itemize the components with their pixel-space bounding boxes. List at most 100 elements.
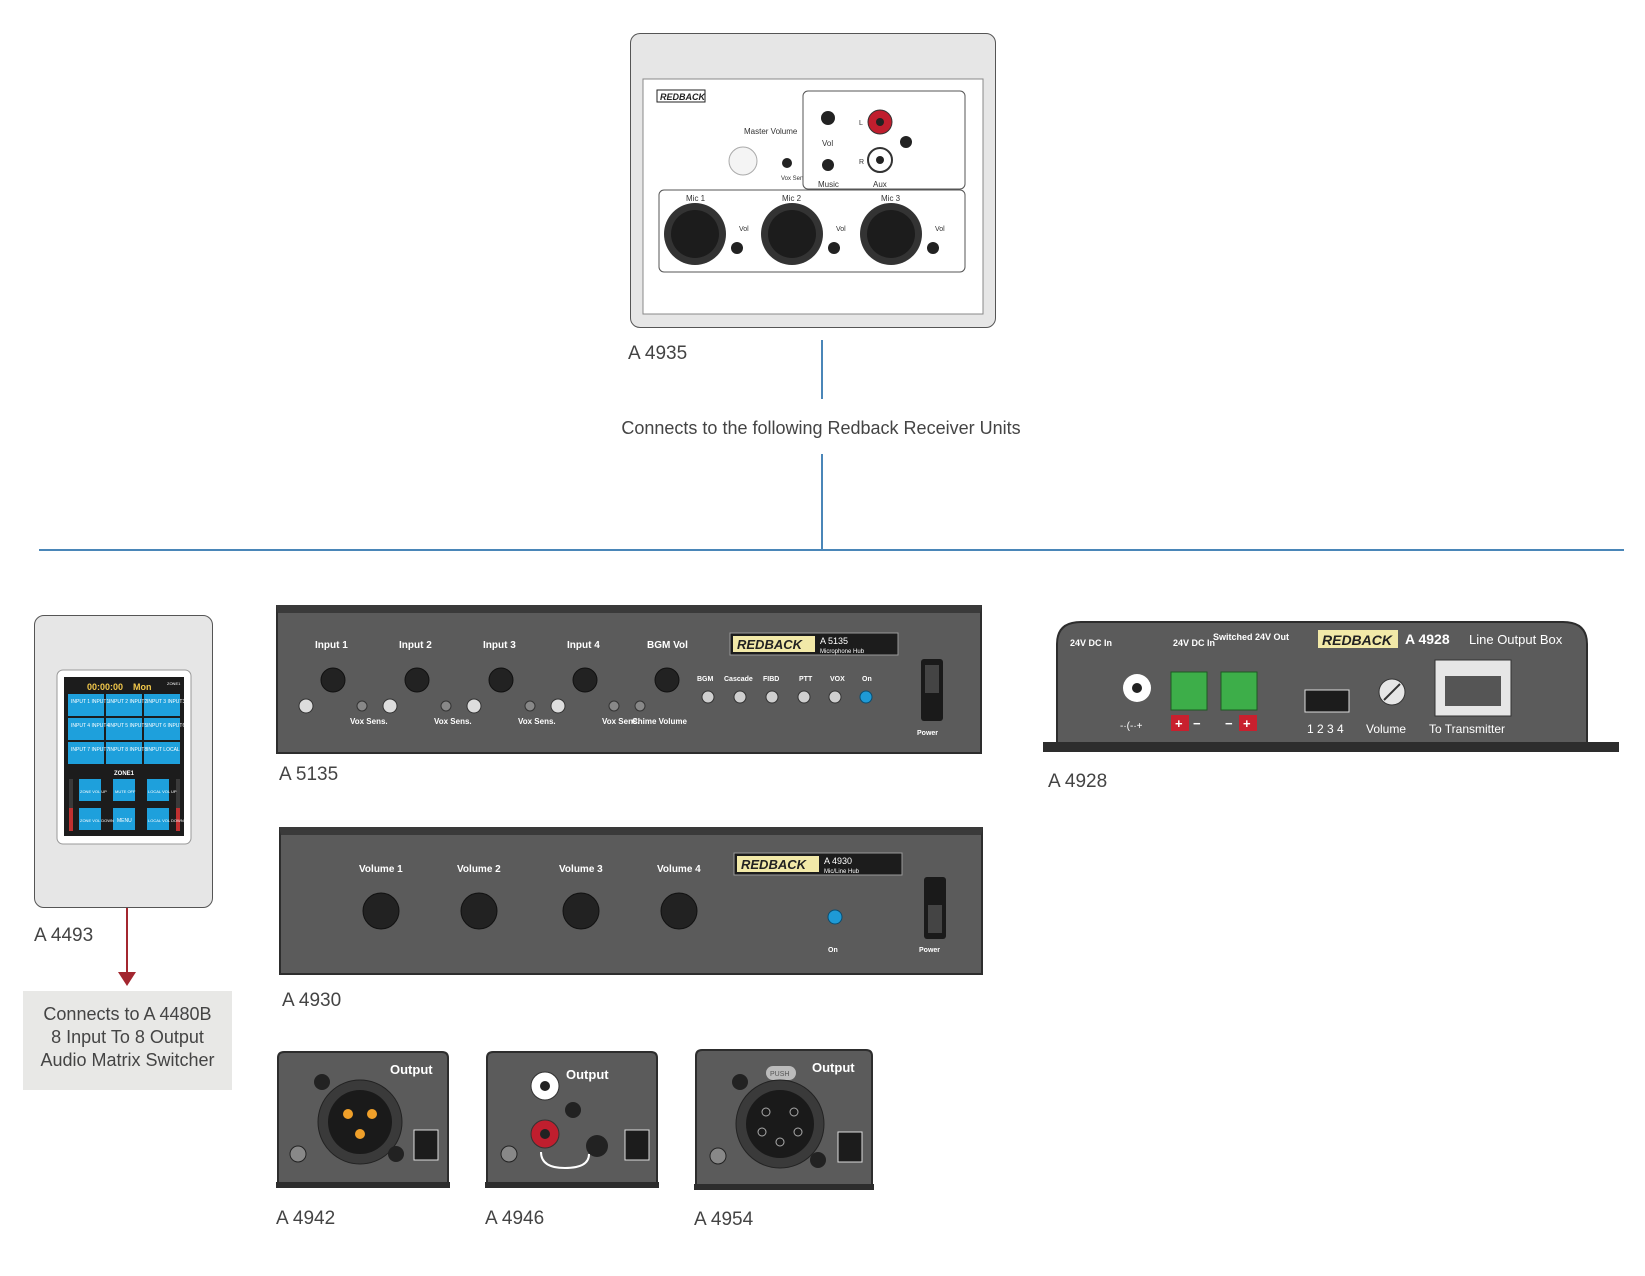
line-output-dip-switch[interactable] — [1304, 689, 1350, 713]
mic-1: Mic 1 Vol — [664, 194, 749, 265]
mic-hub-bgm-knob[interactable] — [654, 667, 680, 693]
vox-trim-3[interactable] — [524, 700, 536, 712]
music-knob[interactable] — [822, 159, 834, 171]
xlr5-output-screw-left-icon — [709, 1147, 727, 1165]
xlr5-output-unit: Output PUSH — [694, 1049, 874, 1190]
input-button-4[interactable] — [68, 718, 104, 740]
rca-output-screw-left-icon — [500, 1145, 518, 1163]
xlr5-output-screw-top-icon — [732, 1074, 748, 1090]
mic-hub-input-2-knob[interactable] — [404, 667, 430, 693]
led-ptt — [797, 690, 811, 704]
menu-button[interactable] — [113, 808, 135, 830]
input-button-1[interactable] — [68, 694, 104, 716]
input-button-5[interactable] — [106, 718, 142, 740]
display-time: 00:00:00 — [87, 682, 123, 692]
input-label-6: INPUT 6 INPUT6 — [147, 723, 185, 729]
xlr-output-screw-right-icon — [388, 1146, 404, 1162]
xlr-output-label: Output — [390, 1062, 433, 1077]
mic-hub-model: A 5135 — [279, 764, 339, 785]
mic-hub-input-3-button[interactable] — [466, 698, 482, 714]
connector-line-top — [821, 340, 823, 399]
input-button-local[interactable] — [144, 742, 180, 764]
volume-1-knob[interactable] — [362, 892, 400, 930]
line-output-title-rest: Line Output Box — [1469, 632, 1563, 647]
mic-hub-input-3-knob[interactable] — [488, 667, 514, 693]
rca-output-trim[interactable] — [586, 1135, 608, 1157]
led-label-on: On — [862, 676, 872, 683]
aux-vol-knob[interactable] — [821, 111, 835, 125]
xlr5-output-base — [694, 1184, 874, 1190]
mic-hub-chime-trim[interactable] — [634, 700, 646, 712]
line-output-model: A 4928 — [1048, 771, 1108, 792]
volume-1-label: Volume 1 — [359, 864, 403, 875]
xlr-output-screw-top-icon — [314, 1074, 330, 1090]
volume-3-knob[interactable] — [562, 892, 600, 930]
mic-2-vol-label: Vol — [836, 226, 846, 233]
xlr-output-dip-switch[interactable] — [413, 1129, 439, 1161]
input-button-7[interactable] — [68, 742, 104, 764]
input-button-3[interactable] — [144, 694, 180, 716]
vox-trim-1[interactable] — [356, 700, 368, 712]
line-hub-on-label: On — [828, 947, 838, 954]
zone-vol-down-button[interactable] — [79, 808, 101, 830]
push-tab[interactable] — [766, 1066, 796, 1080]
mic-hub-input-4-knob[interactable] — [572, 667, 598, 693]
input-label-2: INPUT 2 INPUT2 — [109, 699, 147, 705]
led-fibd — [765, 690, 779, 704]
input-button-8[interactable] — [106, 742, 142, 764]
switched-terminal-block[interactable] — [1220, 671, 1258, 711]
dc-terminal-plus-icon — [1171, 715, 1189, 731]
svg-text:+: + — [1243, 716, 1251, 731]
display-zone-tag: ZONE1 — [167, 681, 181, 686]
mic-hub-input-1-label: Input 1 — [315, 640, 348, 651]
led-label-ptt: PTT — [799, 676, 813, 683]
vox-sens-4-label: Vox Sens. — [602, 717, 640, 726]
switched-out-label: Switched 24V Out — [1213, 632, 1289, 642]
zone-vol-down-label: ZONE VOL DOWN — [80, 818, 114, 823]
xlr-output-base — [276, 1182, 450, 1188]
mic-2-label: Mic 2 — [782, 194, 802, 203]
local-vol-down-button[interactable] — [147, 808, 169, 830]
mic-hub-badge-model: A 5135 — [820, 636, 848, 646]
rca-output-dip-switch[interactable] — [624, 1129, 650, 1161]
line-hub-badge-sub: Mic/Line Hub — [824, 869, 860, 875]
volume-4-knob[interactable] — [660, 892, 698, 930]
local-vol-up-label: LOCAL VOL UP — [148, 789, 177, 794]
level-meter-left — [69, 779, 73, 831]
volume-4-label: Volume 4 — [657, 864, 701, 875]
mic-3-vol-knob[interactable] — [927, 242, 939, 254]
mic-hub-input-1-button[interactable] — [298, 698, 314, 714]
mute-off-button[interactable] — [113, 779, 135, 801]
mic-2-vol-knob[interactable] — [828, 242, 840, 254]
vox-sens-3-label: Vox Sens. — [518, 717, 556, 726]
volume-2-knob[interactable] — [460, 892, 498, 930]
touchscreen-face: 00:00:00 Mon ZONE1 INPUT 1 INPUT1 INPUT … — [56, 669, 192, 845]
local-vol-up-button[interactable] — [147, 779, 169, 801]
mic-3: Mic 3 Vol — [860, 194, 945, 265]
dc-terminal-block[interactable] — [1170, 671, 1208, 711]
zone-vol-up-button[interactable] — [79, 779, 101, 801]
vox-sens-knob[interactable] — [782, 158, 792, 168]
mic-hub-bgm-label: BGM Vol — [647, 640, 688, 651]
mic-1-vol-knob[interactable] — [731, 242, 743, 254]
vox-sens-1-label: Vox Sens. — [350, 717, 388, 726]
mic-hub-input-4-label: Input 4 — [567, 640, 600, 651]
line-output-logo — [1318, 630, 1398, 648]
to-transmitter-label: To Transmitter — [1429, 722, 1505, 736]
line-hub-power-label: Power — [919, 947, 940, 954]
input-label-7: INPUT 7 INPUT7 — [71, 747, 109, 753]
transmitter-panel: REDBACK Master Volume Vox Sens. Vol Musi… — [630, 33, 996, 328]
mic-hub-input-1-knob[interactable] — [320, 667, 346, 693]
connector-line-mid — [821, 454, 823, 550]
vox-trim-4[interactable] — [608, 700, 620, 712]
master-volume-knob[interactable] — [728, 146, 758, 176]
vox-trim-2[interactable] — [440, 700, 452, 712]
led-label-cascade: Cascade — [724, 676, 753, 683]
mic-hub-input-2-button[interactable] — [382, 698, 398, 714]
mic-hub-input-4-button[interactable] — [550, 698, 566, 714]
xlr5-output-dip-switch[interactable] — [837, 1131, 863, 1163]
svg-text:−: − — [1193, 716, 1201, 731]
note-line-3: Audio Matrix Switcher — [40, 1050, 215, 1070]
input-button-6[interactable] — [144, 718, 180, 740]
input-button-2[interactable] — [106, 694, 142, 716]
